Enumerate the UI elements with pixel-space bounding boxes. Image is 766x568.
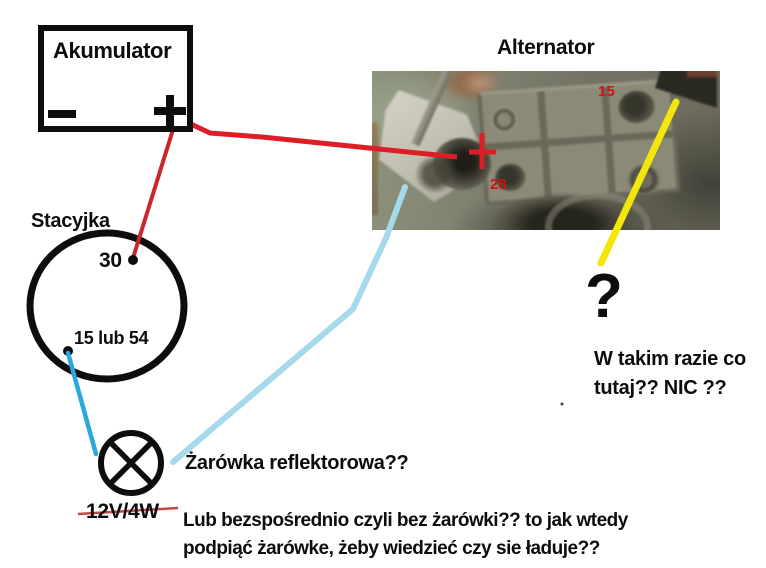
alternator-photo: 15 28 xyxy=(372,71,720,230)
battery-label: Akumulator xyxy=(53,38,172,63)
bulb-symbol-icon xyxy=(108,440,154,486)
battery-minus-terminal xyxy=(48,110,76,118)
alternator-photo-texture xyxy=(372,71,720,230)
ignition-pin-15-54-label: 15 lub 54 xyxy=(74,328,149,348)
battery-box: Akumulator xyxy=(38,25,193,132)
question-text-line2: tutaj?? NIC ?? xyxy=(594,377,727,399)
bulb-caption: Żarówka reflektorowa?? xyxy=(185,452,409,474)
ignition-pin-30-dot xyxy=(128,255,138,265)
alternator-terminal-28-label: 28 xyxy=(490,176,507,193)
battery-plus-terminal xyxy=(154,95,186,127)
bulb-symbol-icon xyxy=(108,440,154,486)
question-text-line1: W takim razie co xyxy=(594,348,746,370)
question-text: W takim razie co tutaj?? NIC ?? xyxy=(594,345,746,403)
note-line1: Lub bezspośrednio czyli bez żarówki?? to… xyxy=(183,510,628,531)
bulb-symbol-icon xyxy=(98,430,164,496)
note-line2: podpiąć żarówke, żeby wiedzieć czy sie ł… xyxy=(183,538,600,559)
stray-dot xyxy=(560,402,564,406)
ignition-pin-54-dot xyxy=(63,346,73,356)
battery-to-ignition-wire xyxy=(131,119,178,259)
alternator-label: Alternator xyxy=(497,36,595,59)
ignition-label: Stacyjka xyxy=(31,210,110,232)
alternator-to-bulb-wire xyxy=(170,184,408,465)
ignition-to-bulb-wire xyxy=(65,350,99,457)
alternator-terminal-15-label: 15 xyxy=(598,83,615,100)
note-text: Lub bezspośrednio czyli bez żarówki?? to… xyxy=(183,507,628,563)
ignition-pin-30-label: 30 xyxy=(99,249,122,272)
bulb-rating: 12V/4W xyxy=(86,500,159,523)
question-mark: ? xyxy=(585,262,623,331)
